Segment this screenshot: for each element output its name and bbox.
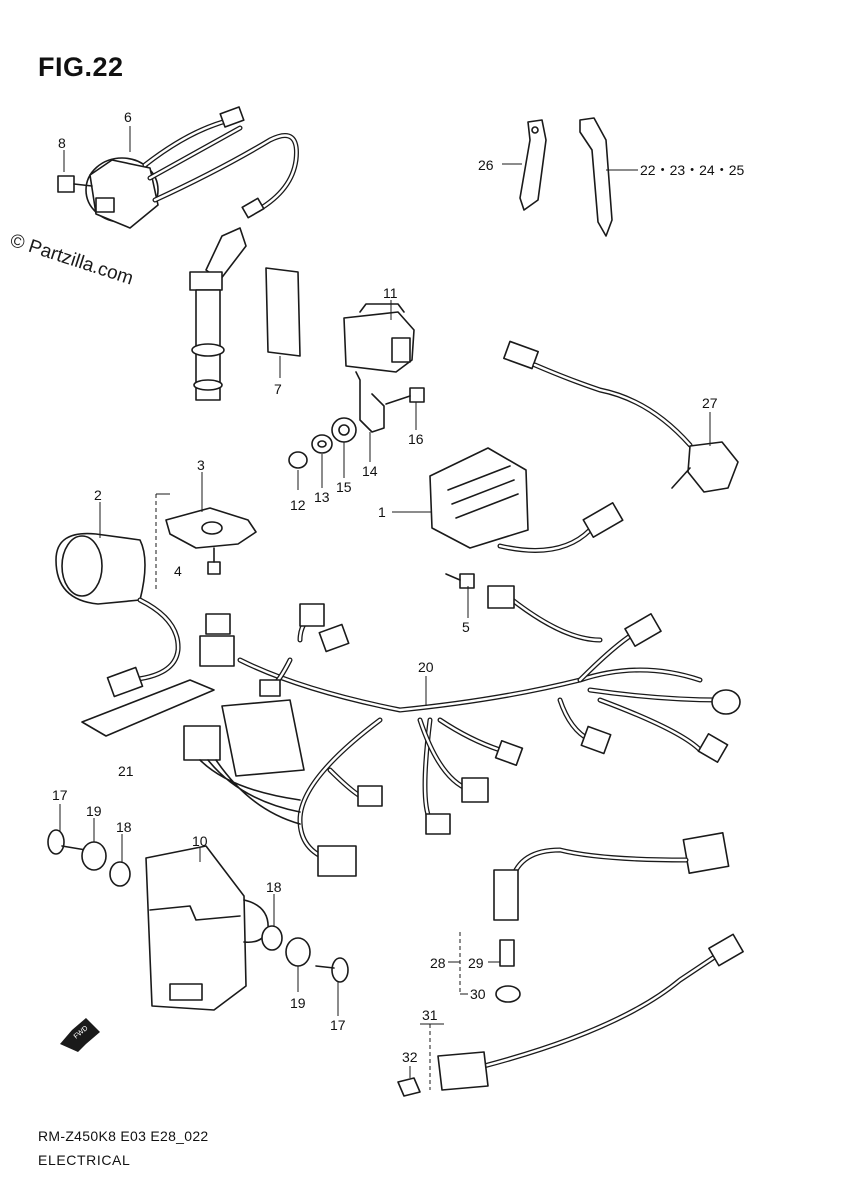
callout-19-right: 19	[290, 995, 306, 1011]
callout-15: 15	[336, 479, 352, 495]
pad-7	[265, 267, 301, 357]
callout-3: 3	[197, 457, 205, 473]
callout-5: 5	[462, 619, 470, 635]
callout-10: 10	[192, 833, 208, 849]
callout-20: 20	[418, 659, 434, 675]
callout-17-right: 17	[330, 1017, 346, 1033]
harness-connectors	[183, 585, 741, 877]
bolt-17-right	[315, 957, 349, 983]
callout-14: 14	[362, 463, 378, 479]
ignition-coil	[85, 106, 299, 229]
callout-32: 32	[402, 1049, 418, 1065]
footer-section-title: ELECTRICAL	[38, 1152, 131, 1168]
grommet-15	[331, 417, 357, 443]
grommet-19-right	[285, 937, 311, 967]
callout-11: 11	[383, 285, 398, 301]
cable-tie	[579, 117, 613, 237]
callout-18-right: 18	[266, 879, 282, 895]
washer-13	[311, 434, 333, 454]
callout-labels: 6 8 7 11 12 13 15 14 16 26 22・23・24・25 2…	[52, 109, 745, 1065]
callout-30: 30	[470, 986, 486, 1002]
lead-31	[437, 933, 744, 1091]
pad-21	[81, 679, 215, 737]
sensor-27	[503, 340, 739, 493]
leader-lines	[59, 126, 711, 1078]
callout-22: 22・23・24・25	[640, 162, 745, 178]
callout-28: 28	[430, 955, 446, 971]
spark-plug-cap	[189, 227, 247, 401]
callout-8: 8	[58, 135, 66, 151]
callout-31: 31	[422, 1007, 438, 1023]
bolt-5	[445, 573, 475, 589]
ignition-lead	[493, 831, 730, 1003]
relay-11	[343, 303, 415, 373]
fuse-32	[397, 1077, 421, 1097]
footer-model-code: RM-Z450K8 E03 E28_022	[38, 1128, 209, 1144]
collar-18-right	[261, 925, 283, 951]
nut-12	[288, 451, 308, 469]
figure-title: FIG.22	[38, 52, 124, 82]
bracket-3	[165, 507, 257, 549]
collar-18-left	[109, 861, 131, 887]
grommet-19-left	[81, 841, 107, 871]
bracket-14	[355, 371, 385, 433]
bolt-16	[385, 387, 425, 405]
bolt-17-left	[47, 829, 87, 855]
callout-29: 29	[468, 955, 484, 971]
callout-13: 13	[314, 489, 330, 505]
cdi-2	[55, 532, 181, 698]
clamp-26	[519, 119, 547, 211]
callout-6: 6	[124, 109, 132, 125]
callout-1: 1	[378, 504, 386, 520]
callout-27: 27	[702, 395, 718, 411]
callout-26: 26	[478, 157, 494, 173]
callout-7: 7	[274, 381, 282, 397]
screw-4	[207, 547, 221, 575]
callout-12: 12	[290, 497, 306, 513]
fwd-arrow-icon: FWD	[60, 1018, 100, 1052]
callout-4: 4	[174, 563, 182, 579]
ecu-10	[145, 845, 269, 1011]
callout-19-left: 19	[86, 803, 102, 819]
callout-21: 21	[118, 763, 134, 779]
bolt-8	[57, 175, 93, 193]
callout-2: 2	[94, 487, 102, 503]
regulator-1	[429, 447, 624, 553]
callout-16: 16	[408, 431, 424, 447]
callout-18-left: 18	[116, 819, 132, 835]
wiring-harness-20	[237, 587, 723, 863]
callout-17-left: 17	[52, 787, 68, 803]
